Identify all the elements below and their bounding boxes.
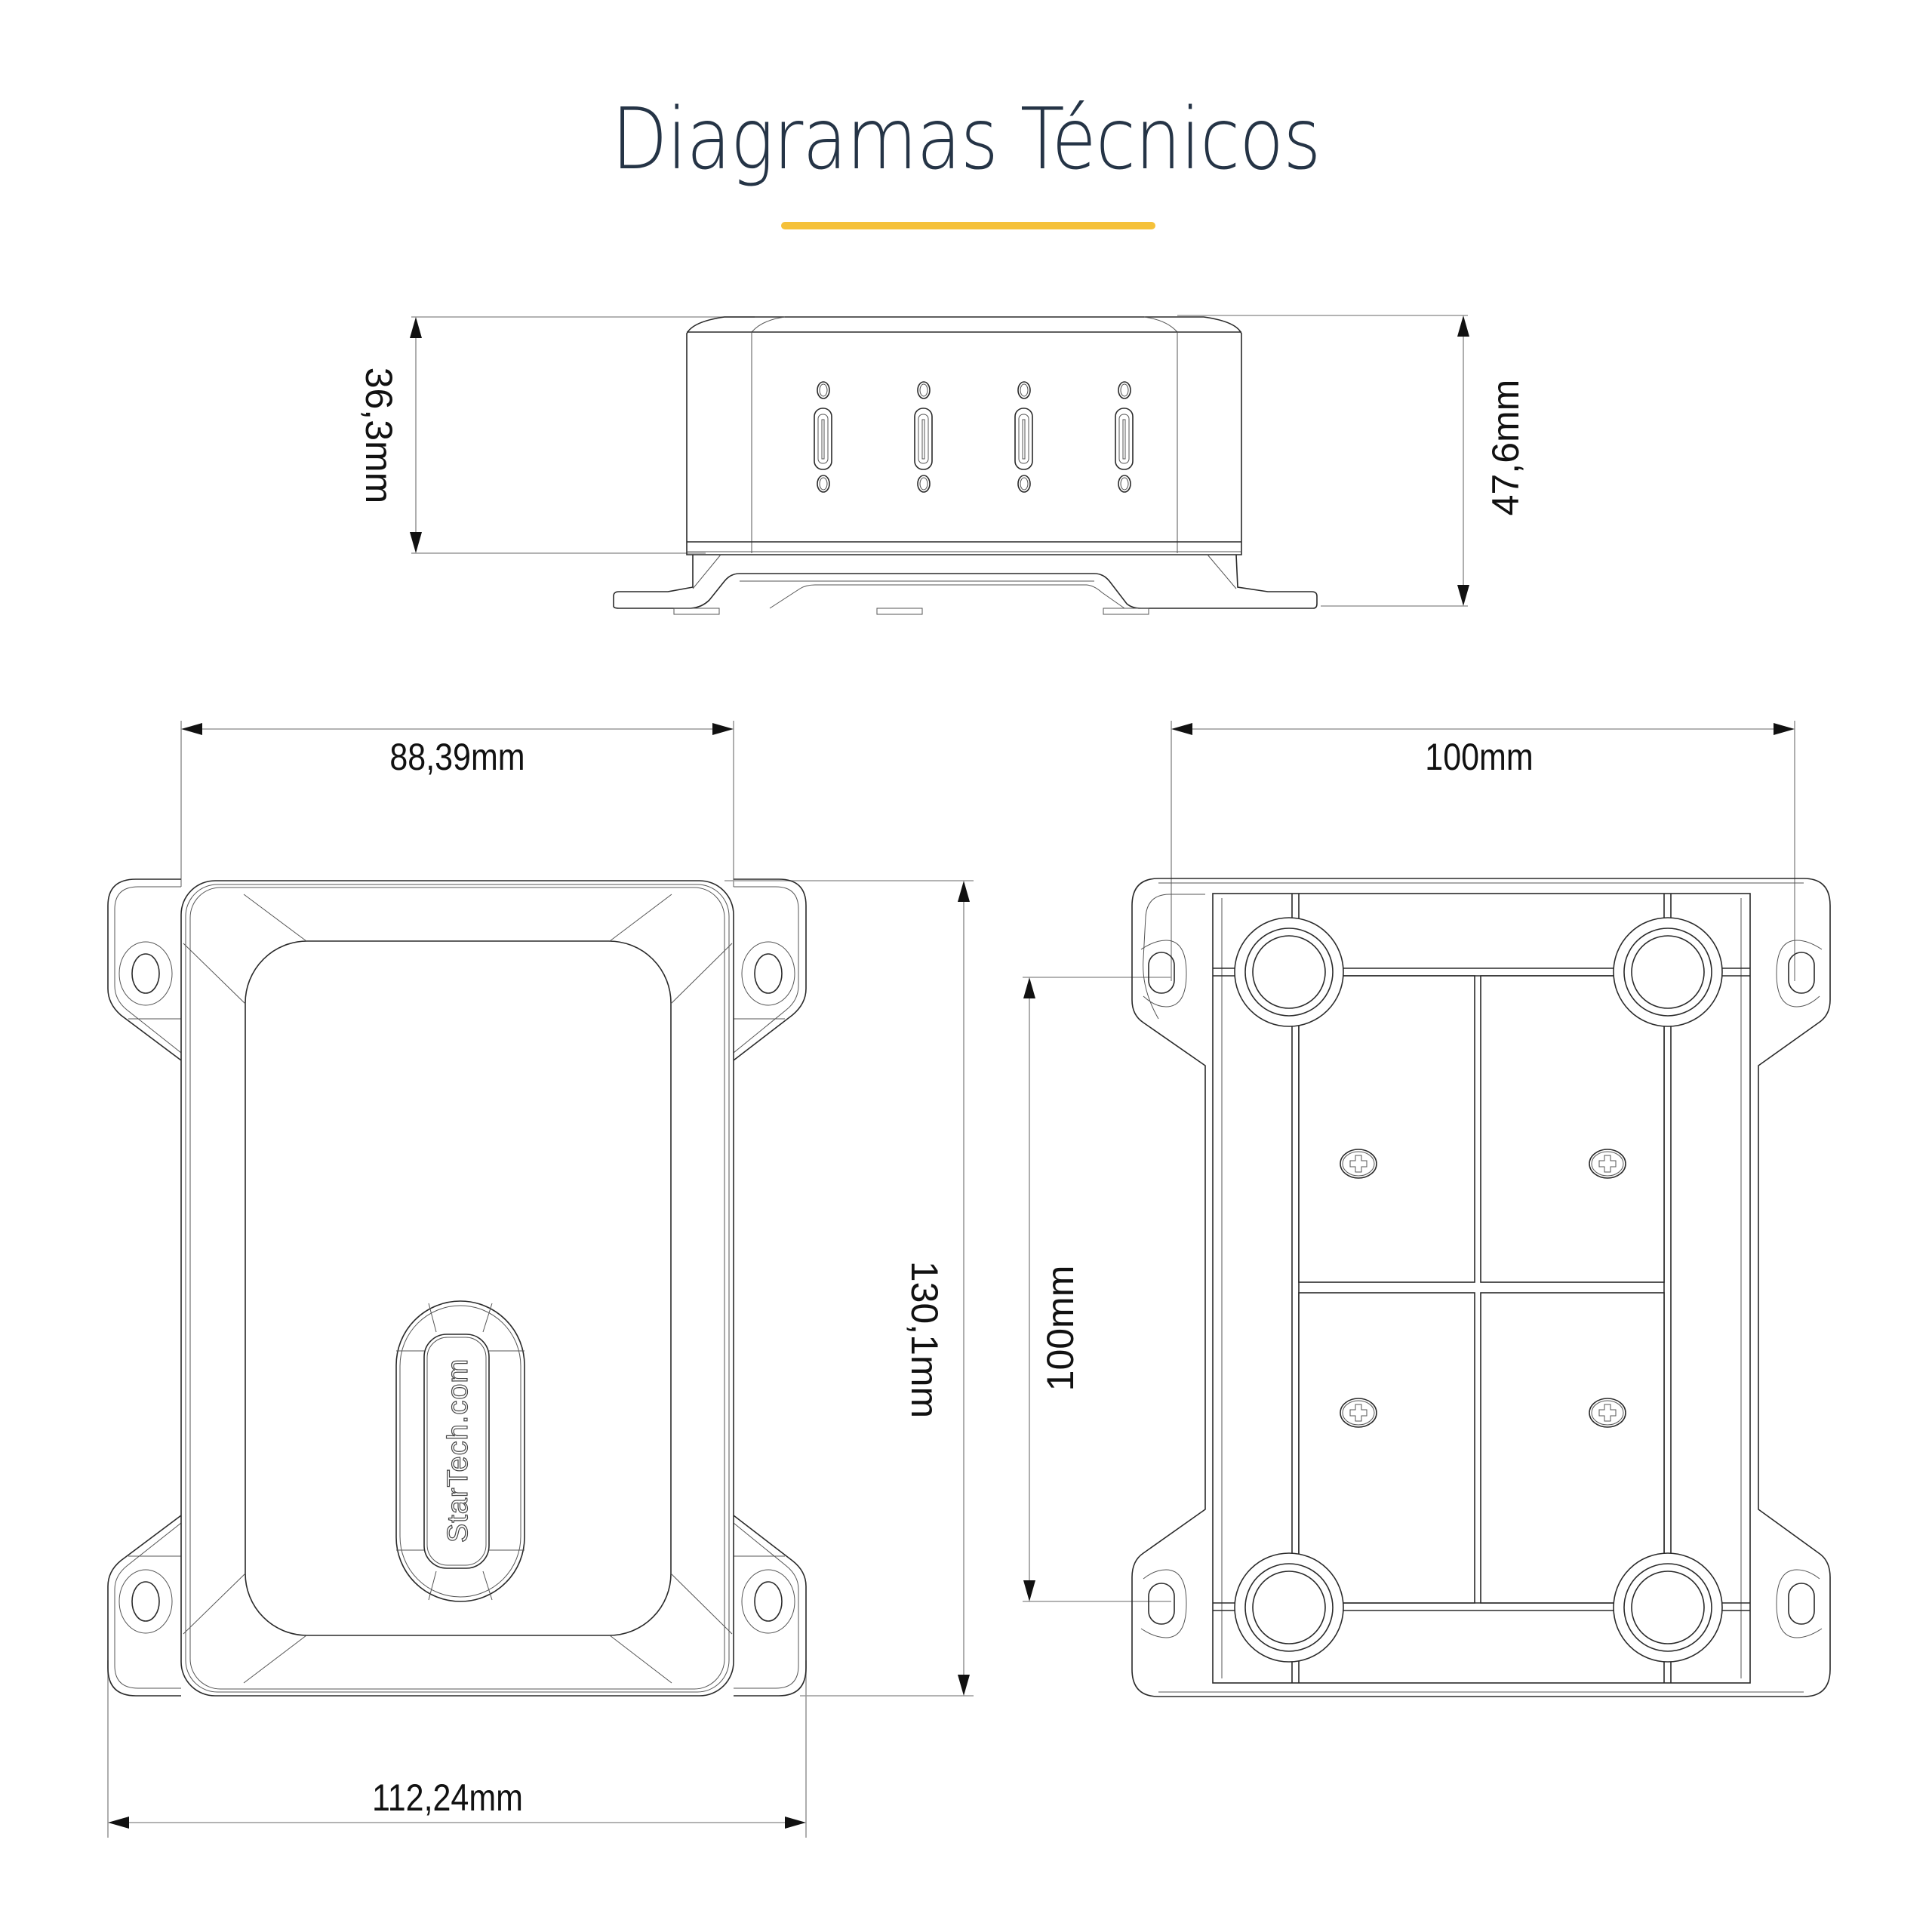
mounting-boss-bottom-left: [1234, 1552, 1344, 1663]
top-view: [107, 721, 974, 1838]
usb-c-port-4: [1115, 381, 1134, 493]
device-body-bottom: [1131, 878, 1831, 1697]
usb-c-port-2: [914, 381, 933, 493]
label-mount-spacing-vertical: 100mm: [1039, 1265, 1081, 1392]
dimension-36-3mm: [410, 317, 422, 553]
page-title: Diagramas Técnicos: [611, 91, 1321, 189]
mount-slot-bottom-left: [1140, 1569, 1187, 1638]
screw-icon: [1340, 1398, 1377, 1428]
mount-slot-top-left: [1140, 894, 1205, 1020]
label-total-width: 112,24mm: [372, 1777, 523, 1819]
brand-badge: [395, 1300, 525, 1602]
bottom-view: [1023, 721, 1831, 1697]
side-view: [410, 315, 1469, 615]
mounting-boss-bottom-right: [1613, 1552, 1723, 1663]
title-accent-bar: [781, 222, 1155, 229]
mount-slot-bottom-right: [1776, 1569, 1823, 1638]
label-body-width: 88,39mm: [389, 736, 525, 778]
dimension-100mm-vertical: [1023, 977, 1035, 1601]
device-body-side: [613, 316, 1318, 615]
label-mount-spacing-horizontal: 100mm: [1425, 736, 1534, 778]
screw-icon: [1589, 1149, 1626, 1179]
brand-logo: StarTech.com: [441, 1358, 474, 1543]
dimension-130-1mm: [958, 881, 970, 1696]
dimension-88-39mm: [181, 723, 734, 735]
dimension-100mm-horizontal: [1171, 723, 1795, 735]
label-body-height: 36,3mm: [358, 367, 400, 504]
mounting-ear-bottom-right: [733, 1515, 807, 1697]
mounting-boss-top-right: [1613, 917, 1723, 1027]
mounting-ear-top-right: [733, 878, 807, 1061]
mount-slot-top-right: [1776, 940, 1823, 1008]
label-total-height: 47,6mm: [1484, 379, 1527, 516]
mounting-ear-bottom-left: [107, 1515, 182, 1697]
label-length: 130,1mm: [903, 1260, 946, 1419]
dimension-47-6mm: [1457, 315, 1469, 606]
usb-c-port-3: [1014, 381, 1033, 493]
mounting-ear-top-left: [107, 878, 182, 1061]
usb-c-port-1: [814, 381, 832, 493]
screw-icon: [1340, 1149, 1377, 1179]
dimension-112-24mm: [108, 1817, 806, 1829]
device-body-top: [180, 880, 734, 1697]
mounting-boss-top-left: [1234, 917, 1344, 1027]
screw-icon: [1589, 1398, 1626, 1428]
